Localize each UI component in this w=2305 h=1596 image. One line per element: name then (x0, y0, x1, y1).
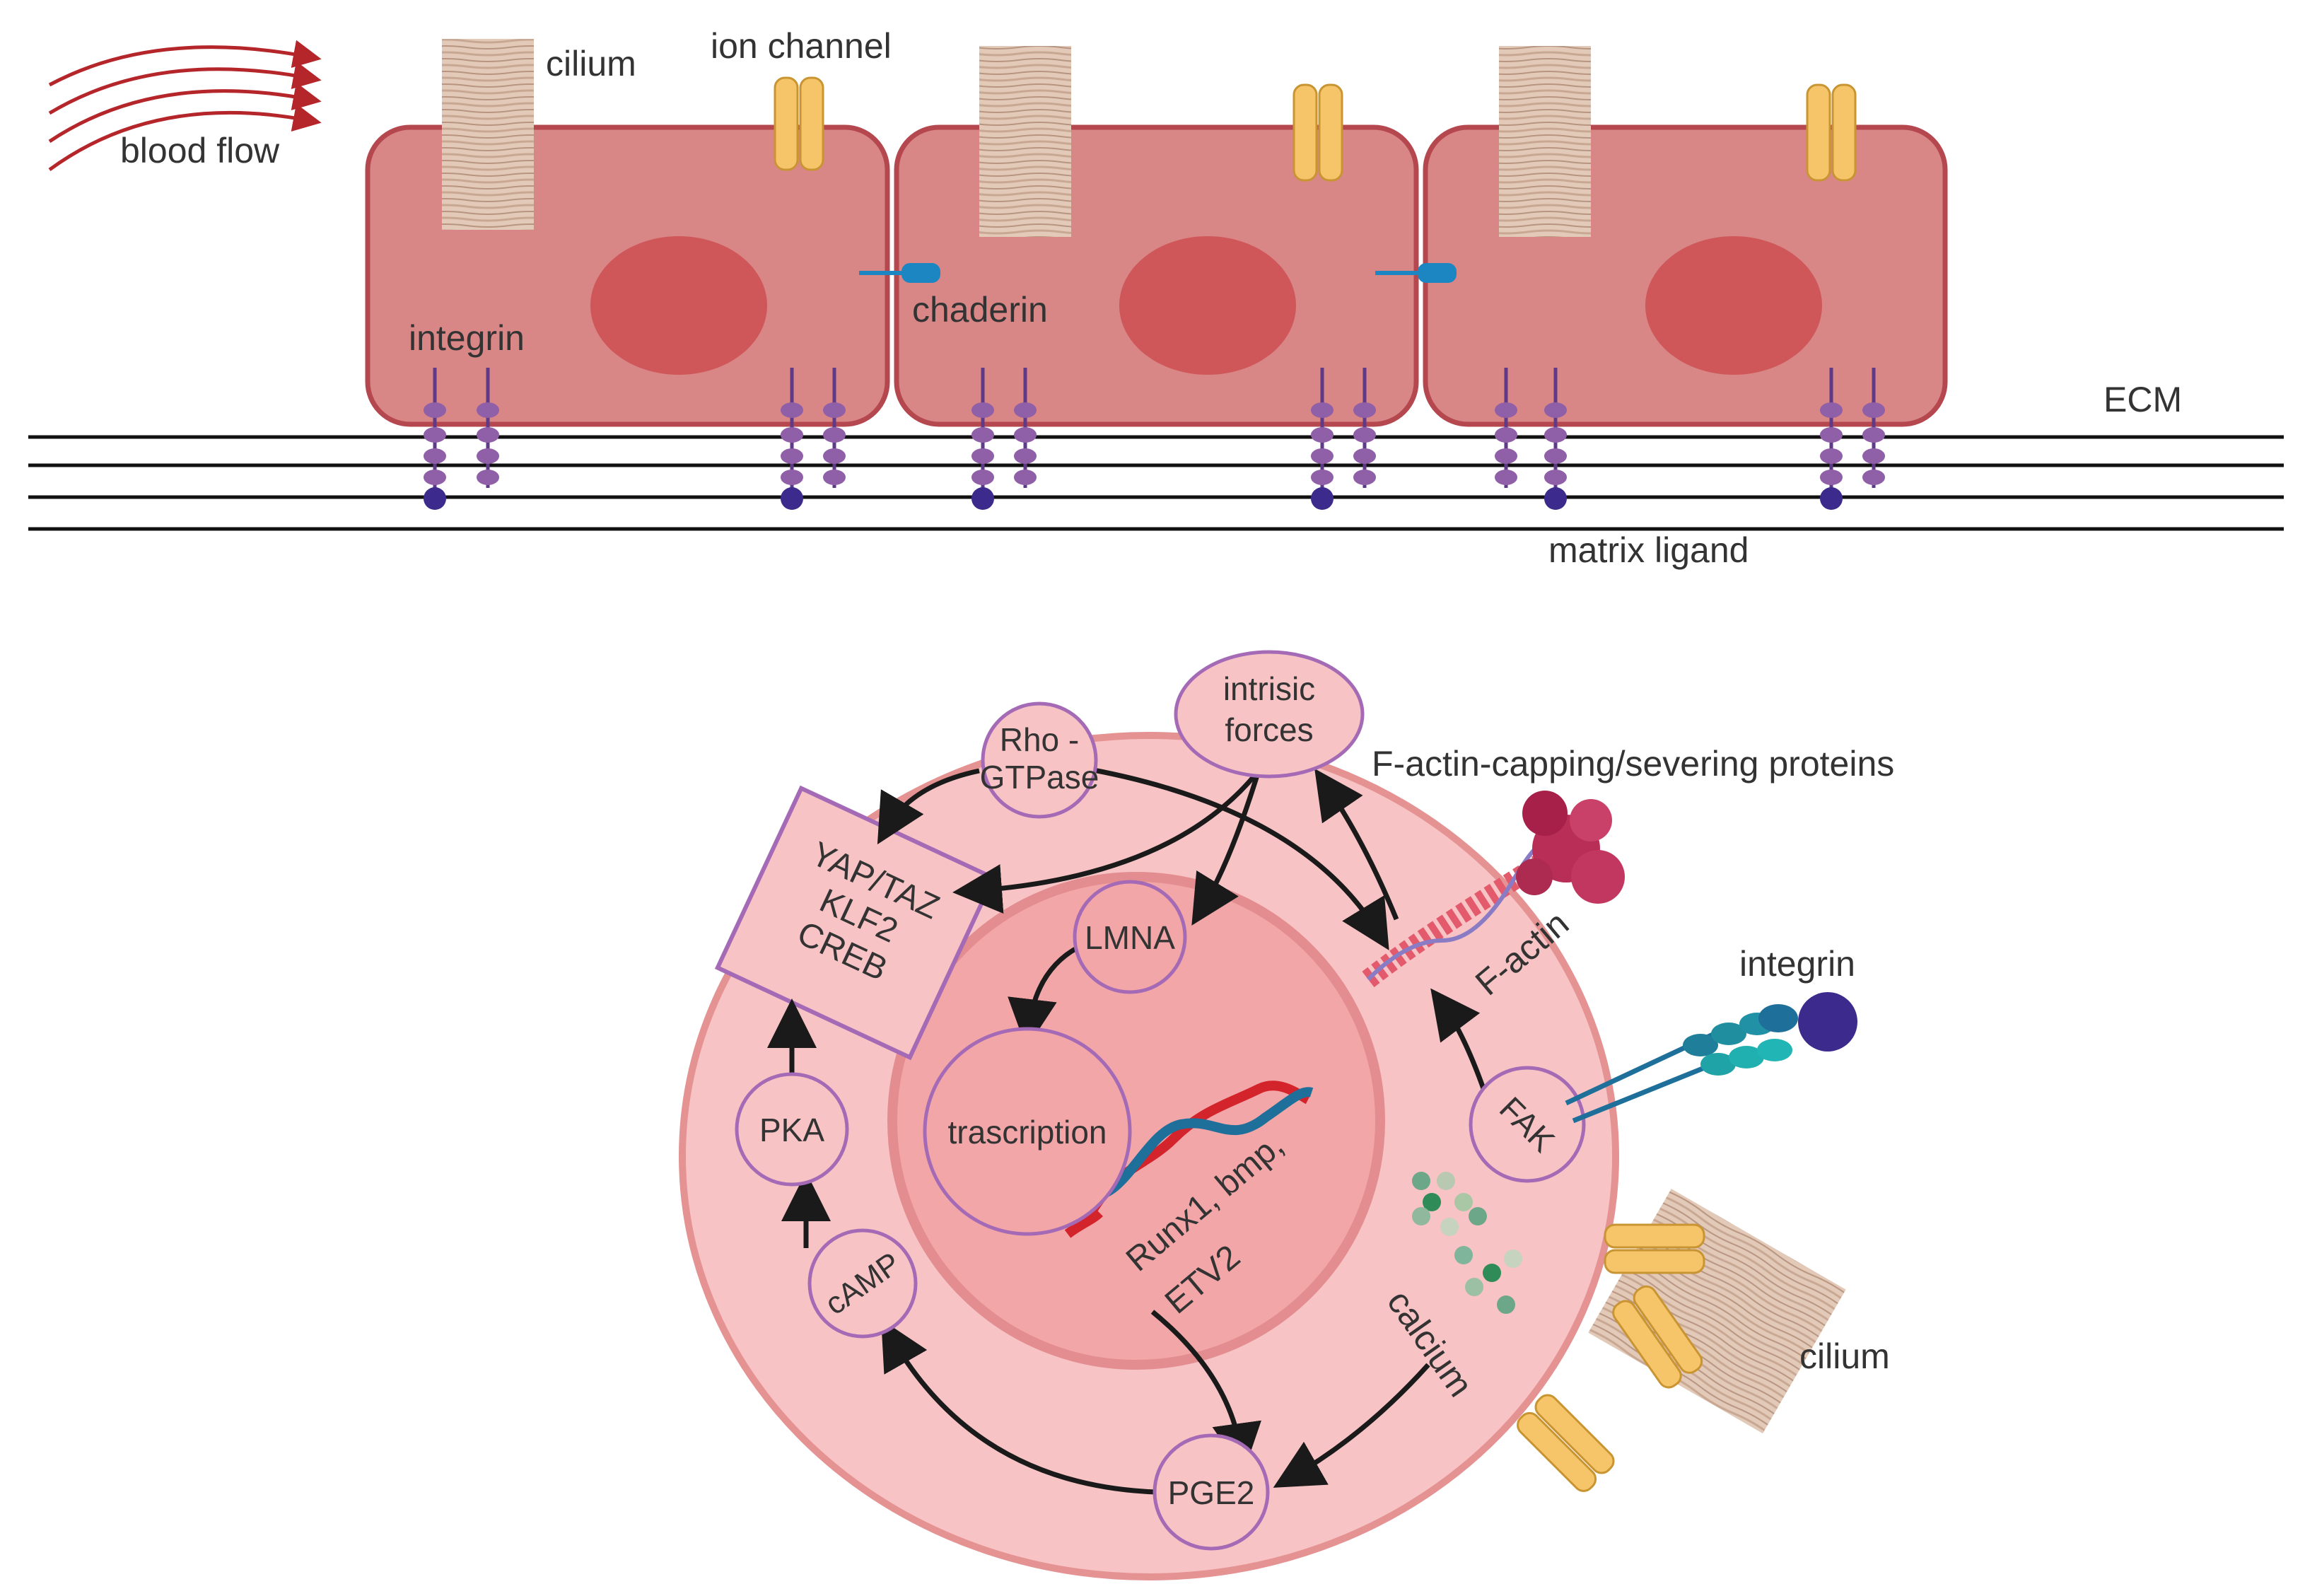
camp-node: cAMP (807, 1228, 918, 1339)
integrin-icon (1544, 368, 1567, 510)
matrix-ligand-icon (1820, 487, 1843, 510)
pka-node: PKA (735, 1072, 849, 1187)
intrisic-forces-node: intrisic forces (1174, 650, 1365, 779)
trascription-node: trascription (923, 1027, 1132, 1236)
matrix-ligand-label: matrix ligand (1548, 530, 1749, 570)
ion-channel-icon (1292, 83, 1343, 182)
cilium-label-bottom: cilium (1799, 1336, 1890, 1376)
blood-flow-arrows (48, 40, 322, 172)
integrin-icon (781, 368, 803, 510)
calcium-ion (1437, 1172, 1455, 1190)
calcium-ion (1440, 1218, 1459, 1236)
integrin-icon (1311, 368, 1334, 510)
integrin-icon (477, 368, 499, 488)
integrin-icon (1862, 368, 1885, 488)
matrix-ligand-icon (424, 487, 446, 510)
matrix-ligand-icon (971, 487, 994, 510)
calcium-ion (1483, 1264, 1501, 1282)
cadherin-icon (859, 263, 940, 283)
matrix-ligand-icon (1544, 487, 1567, 510)
blood-flow-label: blood flow (120, 131, 280, 170)
ion-channel-icon (1517, 1394, 1615, 1492)
calcium-ion (1504, 1250, 1522, 1268)
cilium-icon (442, 39, 534, 230)
intrisic-label-line1: intrisic (1223, 670, 1315, 707)
pathway-arrows (767, 764, 1488, 1495)
calcium-ion (1423, 1193, 1441, 1211)
fak-node: FAK (1469, 1066, 1586, 1183)
pge2-node: PGE2 (1152, 1433, 1270, 1551)
integrin-group (424, 368, 1885, 510)
cilium-label: cilium (546, 44, 636, 83)
yap-taz-box: YAP/TAZ KLF2 CREB (714, 785, 997, 1061)
matrix-ligand-icon (781, 487, 803, 510)
calcium-ion (1412, 1207, 1430, 1225)
bottom-panel: Runx1, bmp, ETV2 YAP/TAZ KLF2 CREB (679, 650, 1894, 1580)
intrisic-label-line2: forces (1225, 711, 1313, 748)
calcium-ion (1465, 1278, 1483, 1296)
ion-channel-icon (774, 76, 824, 171)
rho-label-line1: Rho - (1000, 721, 1079, 758)
trascription-label: trascription (948, 1114, 1107, 1151)
lmna-node: LMNA (1073, 880, 1187, 994)
cilium-icon (1499, 46, 1591, 237)
calcium-dots (1412, 1172, 1522, 1314)
calcium-ion (1412, 1172, 1430, 1190)
lmna-label: LMNA (1085, 919, 1175, 956)
integrin-label-top: integrin (409, 318, 525, 358)
integrin-icon (424, 368, 446, 510)
pge2-label: PGE2 (1168, 1474, 1255, 1511)
integrin-icon (1565, 992, 1857, 1124)
cilium-icon (979, 46, 1071, 237)
pka-label: PKA (759, 1112, 824, 1148)
integrin-icon (1014, 368, 1037, 488)
ion-channel-icon (1612, 1285, 1703, 1389)
integrin-icon (971, 368, 994, 510)
calcium-ion (1454, 1246, 1473, 1264)
rho-gtpase-node: Rho - GTPase (980, 701, 1099, 819)
ion-channel-label: ion channel (711, 26, 892, 66)
integrin-icon (1353, 368, 1376, 488)
f-actin-capping-label: F-actin-capping/severing proteins (1372, 744, 1894, 784)
ion-channel-icon (1604, 1223, 1705, 1274)
chaderin-label: chaderin (912, 290, 1048, 330)
cadherin-icon (1375, 263, 1457, 283)
integrin-icon (1495, 368, 1517, 488)
ecm-label: ECM (2103, 380, 2182, 419)
calcium-ion (1469, 1207, 1487, 1225)
rho-label-line2: GTPase (980, 759, 1099, 796)
ecm-lines (28, 435, 2284, 531)
integrin-icon (823, 368, 846, 488)
matrix-ligand-icon (1311, 487, 1334, 510)
dna-icon (1064, 1080, 1314, 1238)
calcium-ion (1497, 1295, 1515, 1314)
top-panel: blood flow cilium (28, 26, 2284, 570)
ion-channel-icon (1806, 83, 1857, 182)
calcium-ion (1454, 1193, 1473, 1211)
capping-protein-icon (1516, 791, 1625, 904)
integrin-icon (1820, 368, 1843, 510)
integrin-label-bottom: integrin (1739, 944, 1855, 984)
